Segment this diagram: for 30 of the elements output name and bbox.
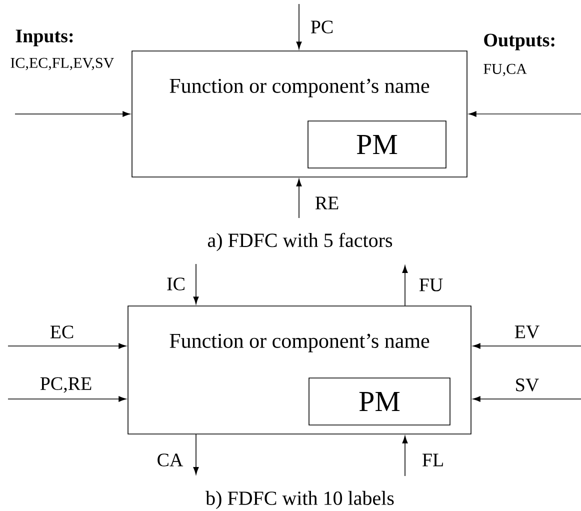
edge-label: PC,RE [40, 377, 92, 393]
arrow [8, 343, 126, 349]
caption: a) FDFC with 5 factors [208, 232, 392, 252]
arrow [296, 4, 302, 50]
label-text: FU,CA [484, 64, 527, 76]
arrow [472, 396, 581, 402]
pm-box: PM [308, 120, 446, 168]
arrow [14, 111, 130, 117]
edge-label: FL [422, 454, 443, 466]
arrow [296, 178, 302, 218]
arrow [402, 265, 408, 306]
edge-label: PC [310, 20, 333, 34]
label-text: IC,EC,FL,EV,SV [10, 58, 114, 70]
arrow [8, 396, 126, 402]
pm-box: PM [308, 378, 450, 426]
heading: Outputs: [484, 34, 554, 50]
arrow [402, 436, 408, 476]
arrow [472, 343, 581, 349]
caption: b) FDFC with 10 labels [206, 490, 394, 510]
edge-label: IC [167, 278, 184, 290]
edge-label: SV [516, 378, 539, 392]
edge-label: FU [419, 278, 443, 292]
arrow [193, 434, 199, 475]
edge-label: EV [514, 326, 540, 338]
heading: Inputs: [16, 30, 73, 46]
edge-label: RE [315, 196, 338, 210]
arrow [193, 264, 199, 304]
edge-label: EC [50, 326, 74, 338]
arrow [468, 111, 581, 117]
edge-label: CA [158, 454, 184, 466]
